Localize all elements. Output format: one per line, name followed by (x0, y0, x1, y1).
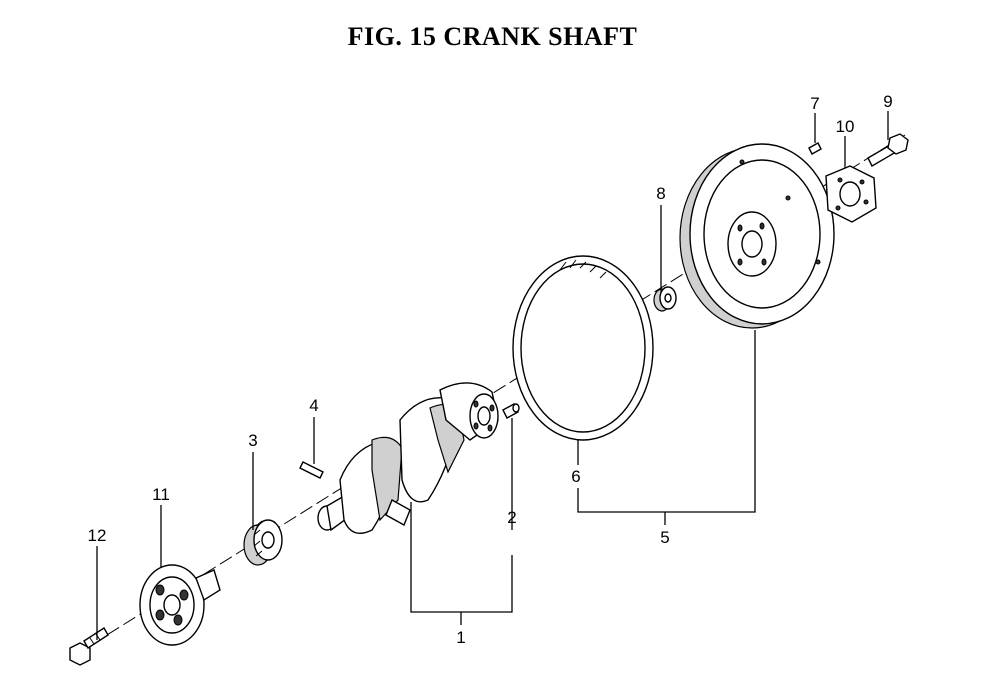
callout-1: 1 (456, 628, 465, 647)
callout-3: 3 (248, 431, 257, 450)
figure-title: FIG. 15 CRANK SHAFT (347, 22, 638, 51)
callout-11: 11 (152, 485, 170, 504)
pilot-bearing (653, 286, 677, 312)
callout-5: 5 (660, 528, 669, 547)
flywheel (679, 143, 835, 329)
crankshaft (317, 382, 499, 534)
leader-lines (96, 111, 889, 640)
crank-gear (243, 519, 283, 566)
flywheel-pin (808, 142, 822, 155)
callout-8: 8 (656, 184, 665, 203)
woodruff-key (299, 461, 324, 479)
crank-pulley (139, 564, 221, 646)
flywheel-bolt (867, 133, 909, 167)
lock-plate (825, 165, 877, 223)
pulley-bolt (69, 627, 109, 666)
callout-4: 4 (309, 396, 318, 415)
callout-2: 2 (507, 508, 516, 527)
center-axis-line (74, 134, 906, 656)
ring-gear (512, 255, 654, 441)
callout-12: 12 (88, 526, 107, 545)
dowel-pin (502, 403, 520, 419)
callout-7: 7 (810, 94, 819, 113)
callout-9: 9 (883, 92, 892, 111)
callout-6: 6 (571, 467, 580, 486)
callout-10: 10 (836, 117, 855, 136)
